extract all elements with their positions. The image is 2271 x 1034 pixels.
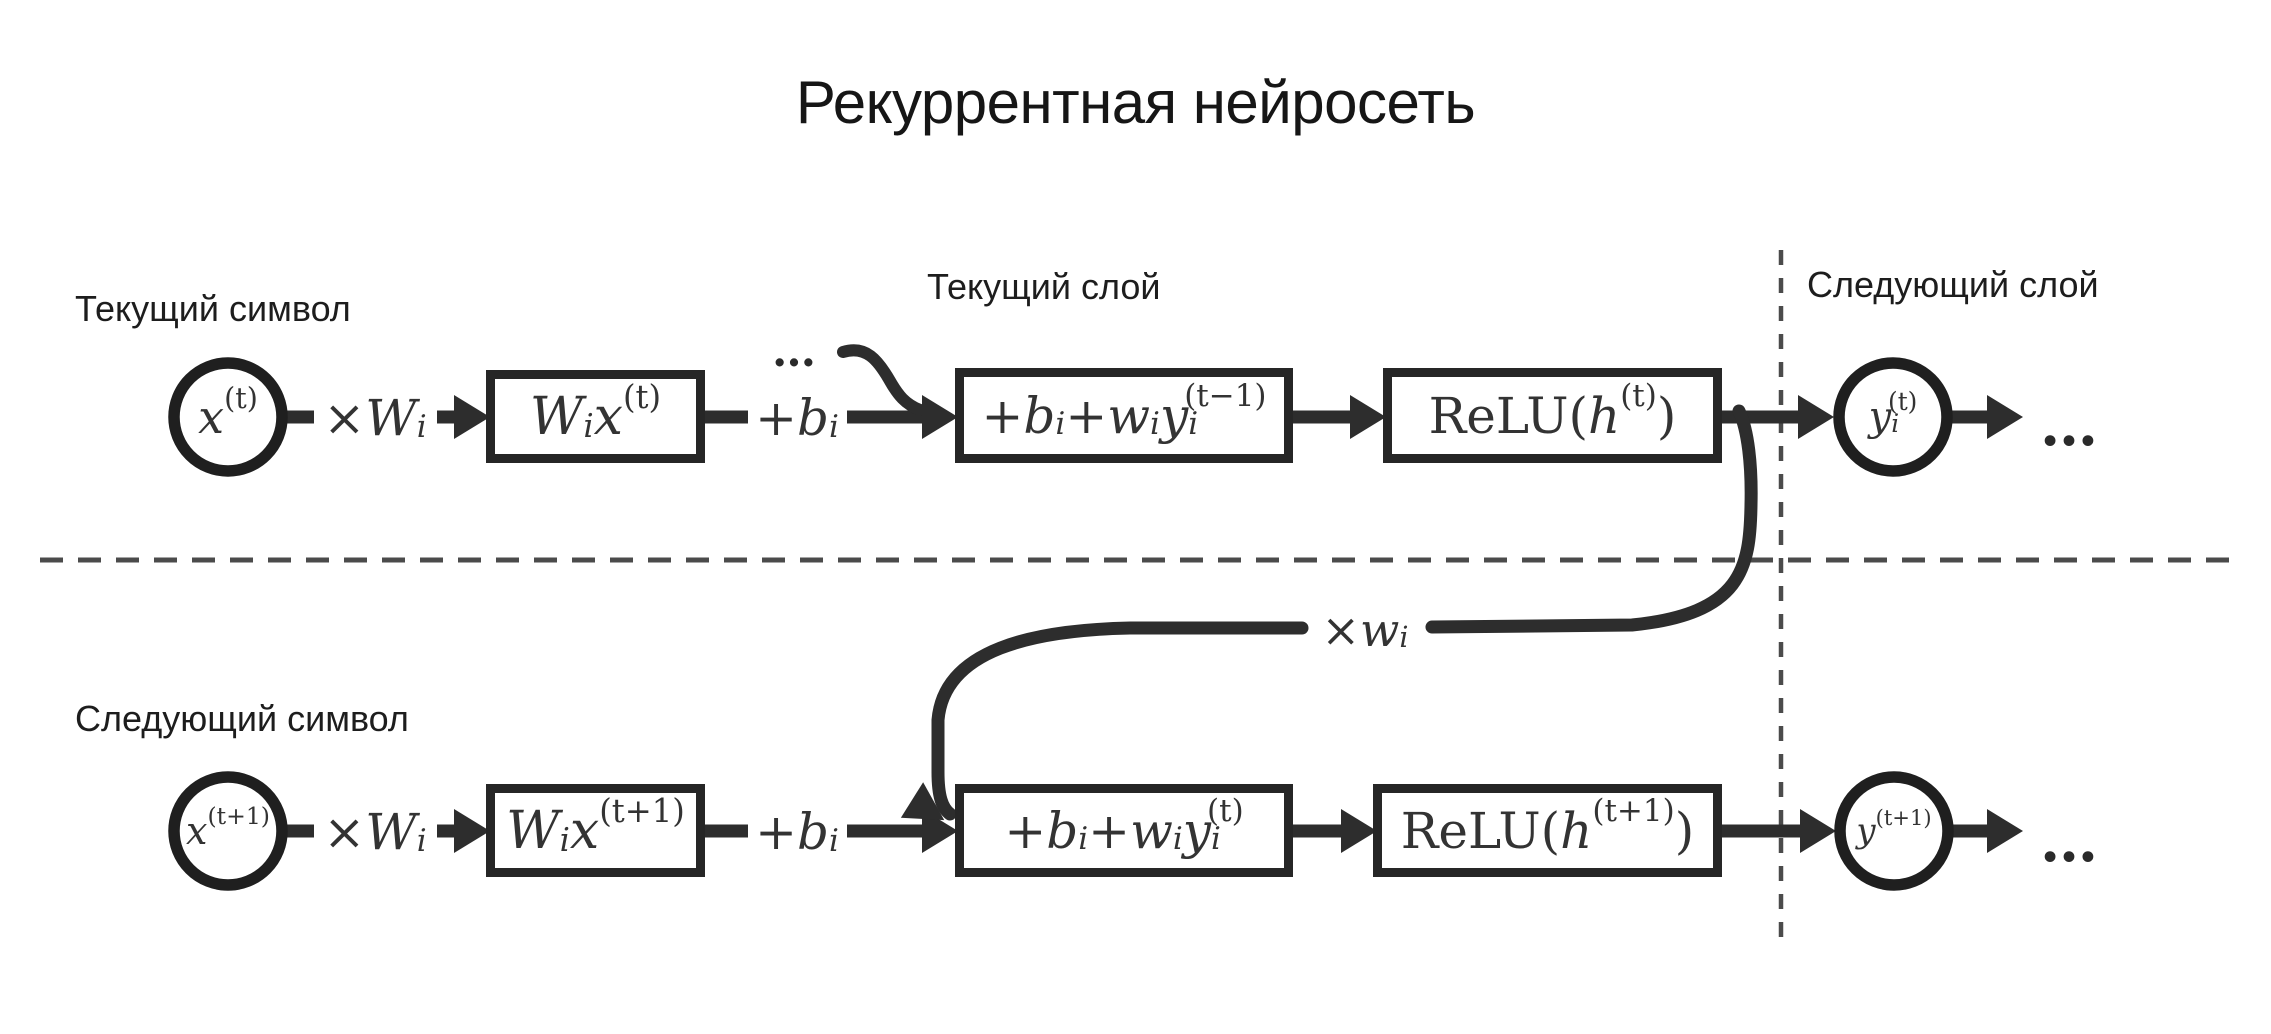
top-row-arrowheads <box>454 395 2023 439</box>
arrowhead-out-t1 <box>1987 809 2023 853</box>
bottom-row-arrowheads <box>454 782 2023 853</box>
node-x-t1-label: x(t+1) <box>186 802 270 853</box>
arrowhead-into-relu-t1 <box>1341 809 1377 853</box>
node-y-t-circle <box>1833 357 1953 477</box>
arrowhead-into-y-t1 <box>1800 809 1836 853</box>
recurrent-feedback-curve <box>931 404 1758 821</box>
node-x-t1-circle <box>168 771 288 891</box>
top-right-ellipsis: … <box>2040 391 2098 459</box>
label-current-symbol: Текущий символ <box>75 288 351 329</box>
arrowhead-into-adder-t1 <box>922 809 958 853</box>
arrowhead-into-Wx-t <box>454 395 490 439</box>
top-mid-ellipsis: … <box>772 326 816 377</box>
top-box-relu: ReLU(h(t)) <box>1383 368 1722 463</box>
node-y-t1-label: y(t+1) <box>1856 804 1932 851</box>
bottom-box-relu: ReLU(h(t+1)) <box>1373 784 1722 877</box>
arrowhead-into-Wx-t1 <box>454 809 490 853</box>
label-current-layer: Текущий слой <box>927 266 1161 307</box>
top-recurrent-hook-curve <box>837 344 926 416</box>
bottom-right-ellipsis: … <box>2040 807 2098 875</box>
node-x-t-circle <box>168 357 288 477</box>
diagram-title: Рекуррентная нейросеть <box>795 69 1476 136</box>
arrowhead-recurrent-curve <box>900 782 945 821</box>
bottom-row-wires <box>283 404 1988 838</box>
label-next-layer: Следующий слой <box>1807 264 2099 305</box>
arrowhead-out-t <box>1987 395 2023 439</box>
arrowhead-into-adder-t <box>922 395 958 439</box>
node-x-t-label: x(t) <box>198 382 258 444</box>
label-next-symbol: Следующий символ <box>75 698 409 739</box>
neuron-circles <box>168 357 1954 891</box>
node-y-t1-circle <box>1834 771 1954 891</box>
arrowhead-into-relu-t <box>1350 395 1386 439</box>
arrowhead-into-y-t <box>1798 395 1834 439</box>
